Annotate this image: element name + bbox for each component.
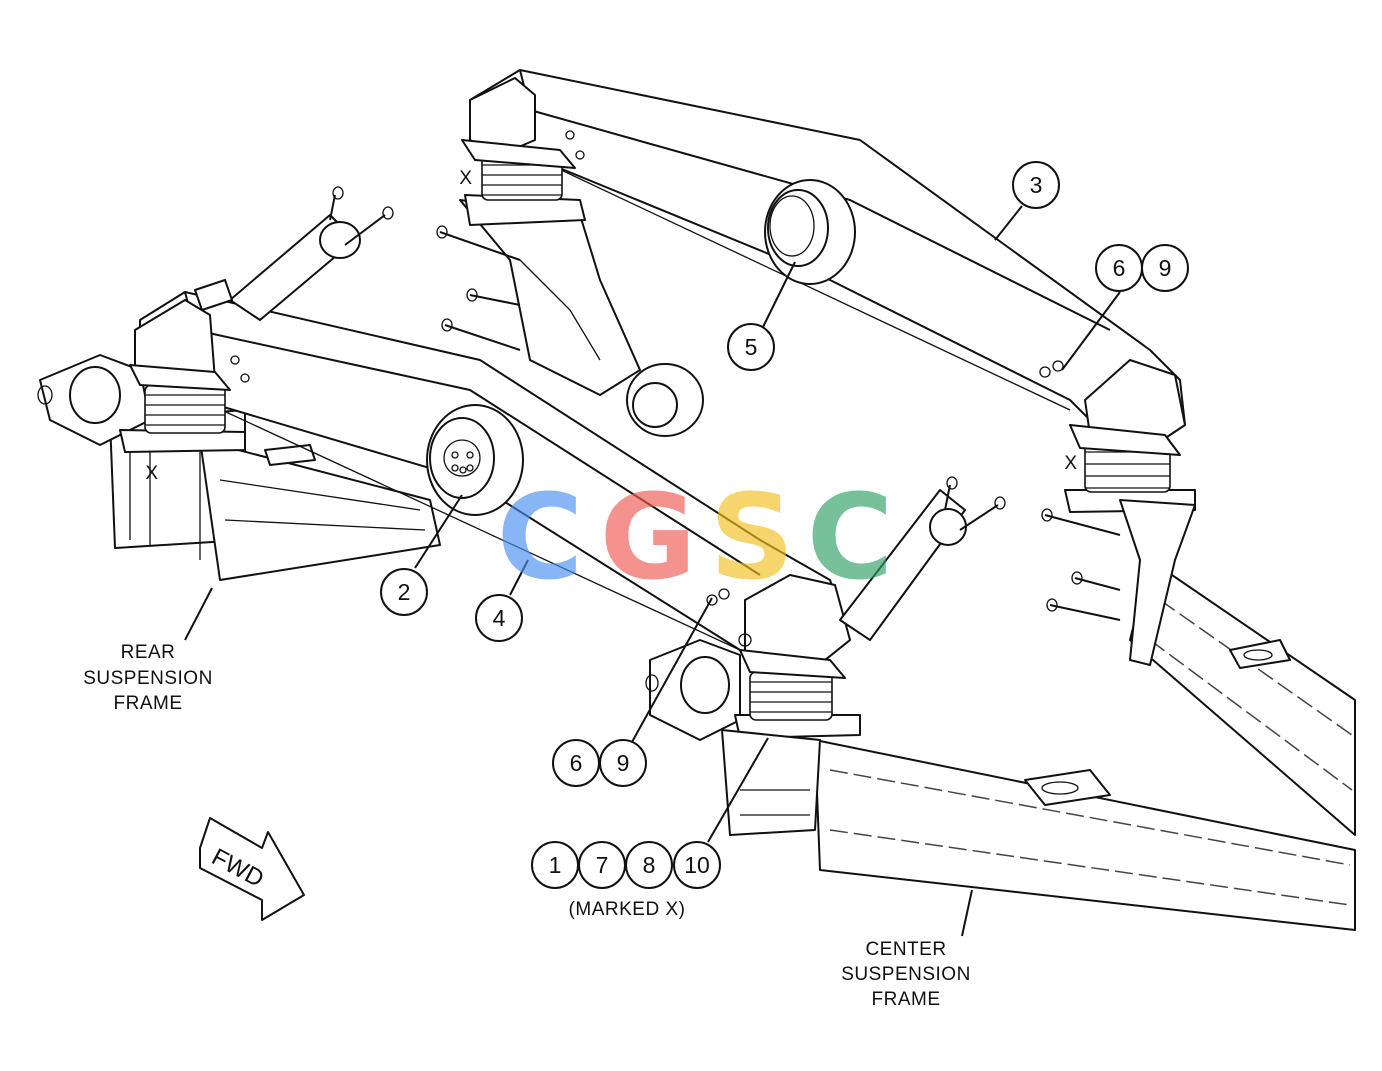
rear-frame-label-1: REAR [121, 642, 176, 663]
cylinder-center [721, 649, 861, 836]
callout-1-number: 1 [549, 852, 562, 878]
callout-9-number: 9 [1159, 255, 1172, 281]
watermark-letter-3: S [710, 468, 795, 606]
watermark: C G S C [497, 468, 894, 606]
marked-x-label: (MARKED X) [569, 899, 686, 920]
callout-5: 5 [727, 323, 775, 371]
callout-6-number-b: 6 [570, 750, 583, 776]
callout-1-7-8-10: 1 7 8 10 [531, 841, 721, 889]
watermark-letter-2: G [600, 468, 697, 606]
cylinder-right [1041, 424, 1196, 666]
cylinder-left [119, 364, 246, 453]
center-suspension-frame [814, 559, 1356, 931]
callout-7-number: 7 [596, 852, 609, 878]
cylinder-top [461, 139, 586, 226]
callout-8-number: 8 [643, 852, 656, 878]
x-mark-right: X [1064, 453, 1077, 474]
center-frame-label-1: CENTER [865, 939, 946, 960]
callout-2-number: 2 [398, 579, 411, 605]
center-frame-label-3: FRAME [872, 989, 941, 1010]
watermark-letter-4: C [807, 468, 894, 606]
callout-5-number: 5 [745, 334, 758, 360]
callout-4: 4 [475, 594, 523, 642]
rear-frame-label-3: FRAME [114, 693, 183, 714]
leader-lines [184, 205, 1121, 937]
center-brackets [436, 199, 704, 437]
frame-labels: REAR SUSPENSION FRAME CENTER SUSPENSION … [83, 642, 971, 1010]
callout-6-9-bottom: 6 9 [552, 739, 647, 787]
callout-9-number-b: 9 [617, 750, 630, 776]
callout-6-9-top: 6 9 [1095, 244, 1189, 292]
center-frame-label-2: SUSPENSION [841, 964, 971, 985]
callout-6-number: 6 [1113, 255, 1126, 281]
watermark-letter-1: C [497, 468, 584, 606]
lower-right-link [839, 476, 1006, 641]
callout-4-number: 4 [493, 605, 506, 631]
x-mark-left: X [145, 463, 158, 484]
suspension-cylinders [119, 139, 1196, 836]
callout-3: 3 [1012, 161, 1060, 209]
upper-left-link [194, 186, 394, 321]
fwd-arrow: FWD [199, 817, 305, 921]
callout-2: 2 [380, 568, 428, 616]
x-marks: X X X [145, 168, 1077, 484]
rear-frame-label-2: SUSPENSION [83, 668, 213, 689]
callout-10-number: 10 [684, 852, 710, 878]
x-mark-top: X [459, 168, 472, 189]
callouts: 3 6 9 5 2 4 6 9 1 7 [380, 161, 1189, 889]
callout-3-number: 3 [1030, 172, 1043, 198]
